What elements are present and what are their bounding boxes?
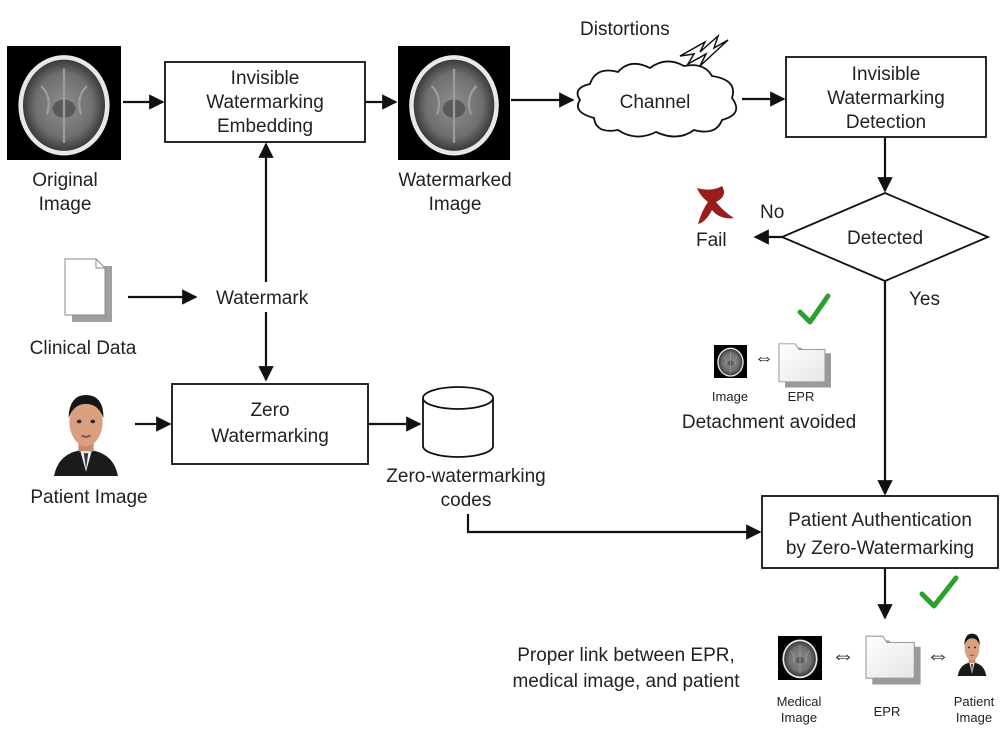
authentication-label-1: Patient Authentication: [788, 510, 972, 531]
zero-watermarking-box: [171, 383, 369, 465]
channel-cloud: [576, 60, 738, 138]
authentication-label-2: by Zero-Watermarking: [786, 538, 974, 559]
database-icon: [422, 386, 494, 458]
authentication-box: [761, 495, 999, 569]
medical-image-label-2: Image: [781, 710, 817, 725]
small-epr-label: EPR: [788, 389, 815, 404]
clinical-data-label: Clinical Data: [30, 338, 137, 359]
patient-image-small-label-2: Image: [956, 710, 992, 725]
no-label: No: [760, 202, 784, 223]
original-image-label-2: Image: [39, 194, 92, 215]
small-brain-icon: [713, 344, 748, 379]
fail-label: Fail: [696, 230, 727, 251]
epr-folder-icon: [865, 635, 922, 686]
proper-link-label-2: medical image, and patient: [512, 671, 740, 692]
detachment-label: Detachment avoided: [682, 412, 856, 433]
distortions-label: Distortions: [580, 19, 670, 40]
embedding-label-1: Invisible: [231, 68, 300, 89]
zero-watermarking-label-2: Watermarking: [211, 426, 329, 447]
watermarked-image-label-1: Watermarked: [398, 170, 511, 191]
original-image-label-1: Original: [32, 170, 97, 191]
channel-label: Channel: [620, 92, 691, 113]
lightning-icon: [679, 33, 729, 67]
medical-image-label-1: Medical: [777, 694, 822, 709]
patient-image-small-label-1: Patient: [954, 694, 995, 709]
patient-photo-icon: [47, 387, 125, 477]
embedding-label-2: Watermarking: [206, 92, 324, 113]
proper-link-label-1: Proper link between EPR,: [517, 645, 735, 666]
zero-watermarking-label-1: Zero: [250, 400, 289, 421]
yes-label: Yes: [909, 289, 940, 310]
bidirectional-arrow-icon: ⇔: [754, 347, 774, 369]
small-epr-folder-icon: [778, 343, 832, 388]
patient-small-photo-icon: [954, 629, 990, 677]
zero-codes-label-1: Zero-watermarking: [386, 466, 545, 487]
detection-label-3: Detection: [846, 112, 926, 133]
cross-icon: [697, 186, 734, 224]
detected-label: Detected: [847, 228, 923, 249]
check-icon: [797, 293, 831, 325]
original-image-brain-icon: [5, 44, 123, 162]
final-check-icon: [919, 575, 959, 609]
bidirectional-arrow-icon-2: ⇔: [831, 642, 855, 669]
epr-label: EPR: [874, 704, 901, 719]
bidirectional-arrow-icon-3: ⇔: [926, 642, 950, 669]
patient-image-label: Patient Image: [30, 487, 147, 508]
detection-label-1: Invisible: [852, 64, 921, 85]
detection-label-2: Watermarking: [827, 88, 945, 109]
embedding-label-3: Embedding: [217, 116, 313, 137]
watermarked-image-label-2: Image: [429, 194, 482, 215]
watermarked-image-brain-icon: [396, 44, 512, 162]
arrow-codes-to-authentication: [466, 514, 762, 540]
detection-box: [785, 56, 987, 138]
watermark-label: Watermark: [216, 288, 309, 309]
small-image-label: Image: [712, 389, 748, 404]
zero-codes-label-2: codes: [441, 490, 492, 511]
document-icon: [64, 258, 112, 322]
embedding-box: [164, 61, 366, 143]
medical-image-brain-icon: [777, 635, 823, 681]
